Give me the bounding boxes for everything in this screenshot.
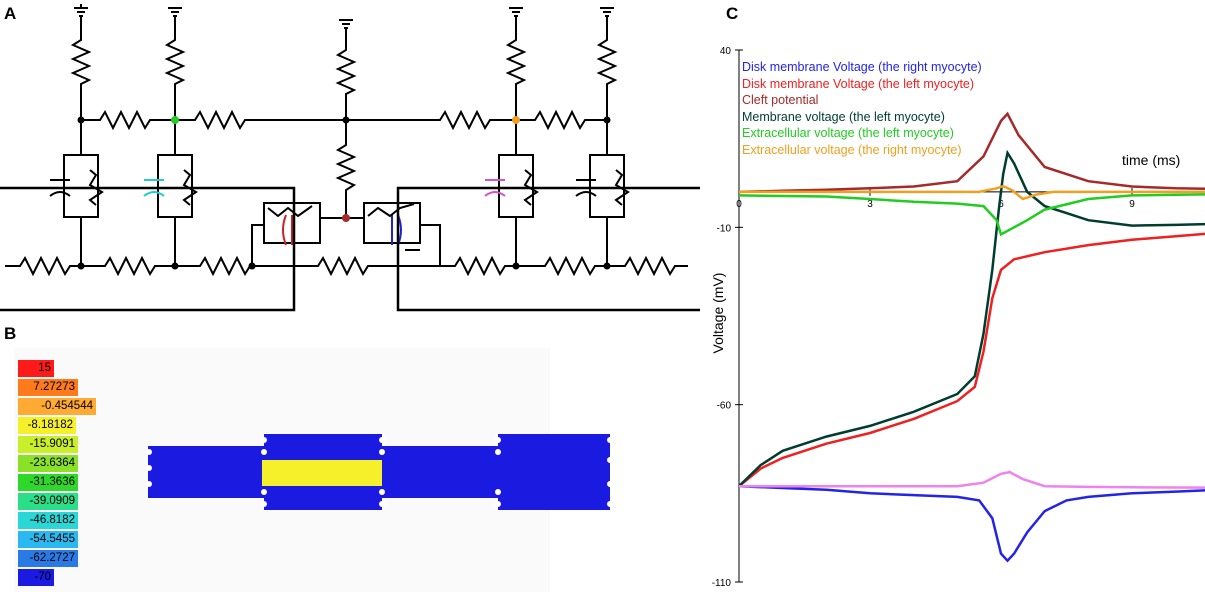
y-tick-label: -60 xyxy=(717,401,732,412)
legend-entry: Disk membrane Voltage (the left myocyte) xyxy=(742,76,975,91)
panel-letter-a: A xyxy=(4,4,17,23)
node-dot xyxy=(342,116,350,124)
legend-entry: Disk membrane Voltage (the right myocyte… xyxy=(742,60,982,74)
x-axis-label: time (ms) xyxy=(1122,152,1181,168)
x-tick-label: 9 xyxy=(1129,199,1135,210)
legend-entry: Cleft potential xyxy=(742,93,819,107)
x-tick-label: 6 xyxy=(998,199,1004,210)
node-dot xyxy=(512,262,520,270)
bottom-resistor-line xyxy=(252,255,688,277)
series-line-3 xyxy=(738,111,1205,194)
colorbar-cell: -62.2727 xyxy=(18,550,78,567)
series-line-2 xyxy=(738,232,1205,488)
disk-membrane-block xyxy=(363,202,421,251)
legend-entry: Extracellular voltage (the left myocyte) xyxy=(742,126,954,140)
ground-symbol xyxy=(168,7,182,30)
cleft-highlight xyxy=(262,460,382,486)
ground-symbol xyxy=(74,4,88,30)
cleft-resistor xyxy=(335,120,357,218)
series-line-5 xyxy=(738,193,1205,237)
right-cell-outline xyxy=(396,186,700,312)
vertical-resistor xyxy=(335,40,357,120)
series-line-6 xyxy=(739,184,1205,201)
node-dot xyxy=(248,262,256,270)
node-dot xyxy=(171,262,179,270)
myocyte-simulation xyxy=(146,434,613,510)
colorbar-cell: -15.9091 xyxy=(18,436,78,453)
colorbar-cell: 15 xyxy=(18,360,54,377)
vertical-resistor xyxy=(596,30,618,120)
series-line-1 xyxy=(738,484,1205,563)
colorbar-cell: -70 xyxy=(18,569,54,586)
myocyte-segment xyxy=(498,434,610,510)
ground-symbol xyxy=(339,19,353,40)
series-line-4 xyxy=(738,149,1205,488)
vertical-resistor xyxy=(505,30,527,120)
legend-entry: Extracellular voltage (the right myocyte… xyxy=(742,142,962,157)
x-tick-label: 3 xyxy=(867,199,873,210)
vertical-resistor xyxy=(164,30,186,120)
circuit-diagram xyxy=(0,4,700,312)
node-dot xyxy=(603,262,611,270)
colorbar-cell: -54.5455 xyxy=(18,531,78,548)
y-tick-label: 40 xyxy=(720,46,732,57)
y-axis-label: Voltage (mV) xyxy=(710,272,726,354)
node-dot xyxy=(603,116,611,124)
node-dot xyxy=(171,116,179,124)
colorbar-cell: -23.6364 xyxy=(18,455,78,472)
colorbar-cell: -31.3636 xyxy=(18,474,78,491)
legend-entry: Membrane voltage (the left myocyte) xyxy=(742,109,945,124)
disk-membrane-block xyxy=(263,202,321,246)
node-dot xyxy=(77,116,85,124)
colorbar-cell: -39.0909 xyxy=(18,493,78,510)
node-dot xyxy=(77,262,85,270)
y-tick-label: -10 xyxy=(717,223,732,234)
junction-notches xyxy=(146,437,613,507)
colorbar-cell: -46.8182 xyxy=(18,512,78,529)
x-tick-label: 0 xyxy=(736,199,742,210)
colorbar-cell: 7.27273 xyxy=(18,379,78,396)
myocyte-segment xyxy=(148,446,266,498)
myocyte-segment xyxy=(382,446,498,498)
left-cell-outline xyxy=(0,186,296,312)
panel-letter-b: B xyxy=(4,324,17,343)
vertical-resistor xyxy=(70,30,92,120)
node-dot xyxy=(512,116,520,124)
ground-symbol xyxy=(509,7,523,30)
y-tick-label: -110 xyxy=(712,578,732,589)
ground-symbol xyxy=(600,7,614,30)
colorbar-cell: -0.454544 xyxy=(18,398,96,415)
colorbar-cell: -8.18182 xyxy=(18,417,76,434)
panel-letter-c: C xyxy=(726,4,739,23)
bottom-resistor-line xyxy=(5,255,252,277)
node-dot xyxy=(342,214,350,222)
series-line-7 xyxy=(739,470,1205,489)
